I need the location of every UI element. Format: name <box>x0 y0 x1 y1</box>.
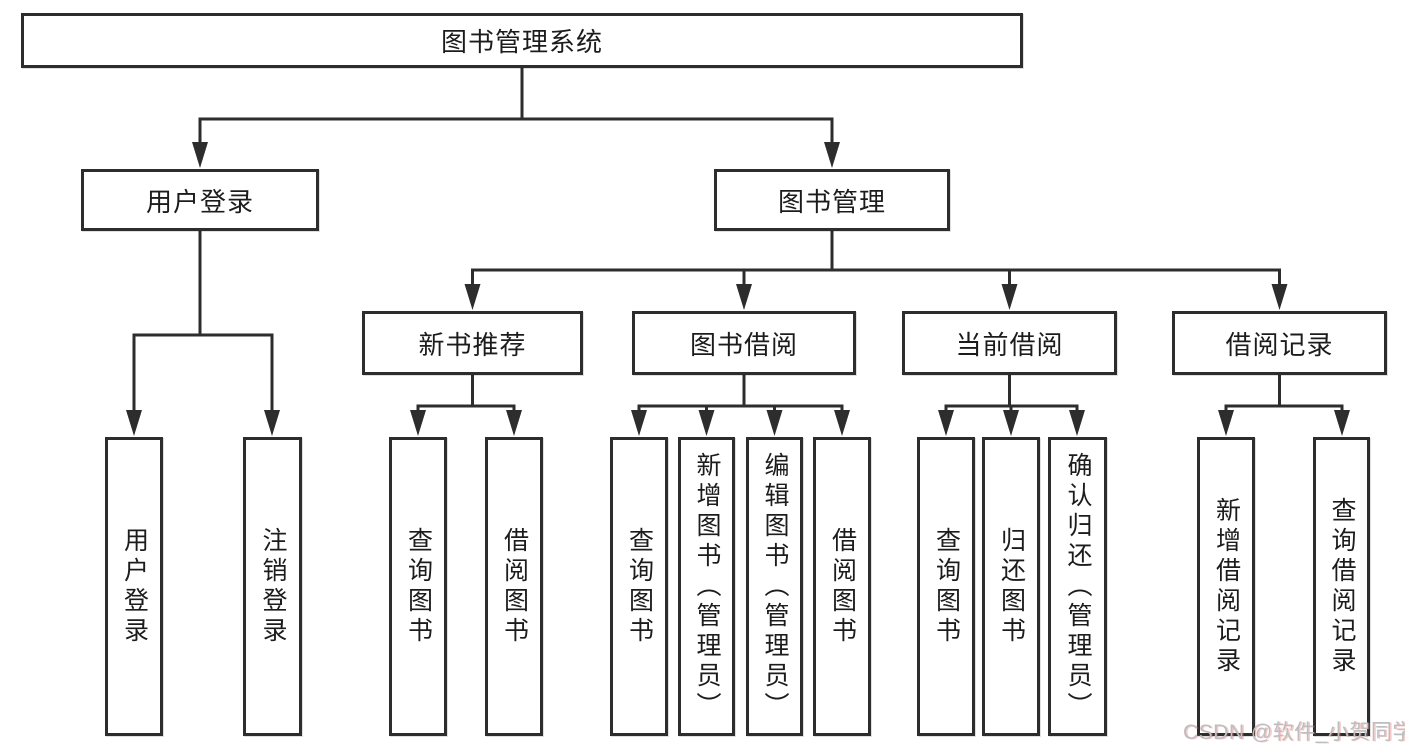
node-root-label: 图书管理系统 <box>440 27 603 57</box>
node-user-login: 用户登录 <box>81 169 319 231</box>
leaf-query-books-2: 查询图书 <box>610 437 668 736</box>
leaf-query-books-3: 查询图书 <box>917 437 975 736</box>
node-current-borrowing: 当前借阅 <box>902 311 1117 375</box>
leaf-borrow-books-1-label: 借阅图书 <box>500 526 529 647</box>
node-book-management: 图书管理 <box>714 169 950 231</box>
csdn-watermark: CSDN @软件_小贺同学 <box>1183 721 1405 744</box>
leaf-add-borrow-record-label: 新增借阅记录 <box>1212 496 1241 677</box>
node-user-login-label: 用户登录 <box>145 186 254 217</box>
leaf-add-borrow-record: 新增借阅记录 <box>1197 437 1255 736</box>
node-root: 图书管理系统 <box>21 13 1023 68</box>
leaf-logout: 注销登录 <box>243 437 302 736</box>
leaf-return-books: 归还图书 <box>982 437 1040 736</box>
node-borrowing-records-label: 借阅记录 <box>1225 329 1334 360</box>
leaf-borrow-books-2-label: 借阅图书 <box>828 526 857 647</box>
leaf-query-books-1-label: 查询图书 <box>404 526 433 647</box>
arrowhead-icons <box>126 142 1350 436</box>
leaf-query-books-2-label: 查询图书 <box>625 526 654 647</box>
leaf-add-books-admin-label: 新增图书（管理员） <box>693 451 721 722</box>
node-book-borrowing-label: 图书借阅 <box>689 329 798 360</box>
leaf-user-login: 用户登录 <box>105 437 163 736</box>
leaf-confirm-return-admin-label: 确认归还（管理员） <box>1064 451 1092 722</box>
leaf-user-login-label: 用户登录 <box>120 526 149 647</box>
leaf-query-borrow-record-label: 查询借阅记录 <box>1328 496 1356 677</box>
node-book-borrowing: 图书借阅 <box>632 311 856 375</box>
node-book-management-label: 图书管理 <box>777 186 886 217</box>
leaf-return-books-label: 归还图书 <box>997 526 1026 647</box>
leaf-query-books-1: 查询图书 <box>389 437 447 736</box>
node-new-book-recommendation: 新书推荐 <box>362 311 583 375</box>
leaf-confirm-return-admin: 确认归还（管理员） <box>1048 437 1107 736</box>
leaf-add-books-admin: 新增图书（管理员） <box>678 437 735 736</box>
leaf-edit-books-admin-label: 编辑图书（管理员） <box>761 451 789 722</box>
node-current-borrowing-label: 当前借阅 <box>955 329 1064 360</box>
leaf-query-borrow-record: 查询借阅记录 <box>1313 437 1370 736</box>
leaf-logout-label: 注销登录 <box>259 526 287 647</box>
node-borrowing-records: 借阅记录 <box>1172 311 1387 375</box>
node-new-book-recommendation-label: 新书推荐 <box>418 329 527 360</box>
leaf-borrow-books-1: 借阅图书 <box>485 437 543 736</box>
leaf-query-books-3-label: 查询图书 <box>932 526 961 647</box>
leaf-borrow-books-2: 借阅图书 <box>813 437 871 736</box>
leaf-edit-books-admin: 编辑图书（管理员） <box>746 437 803 736</box>
